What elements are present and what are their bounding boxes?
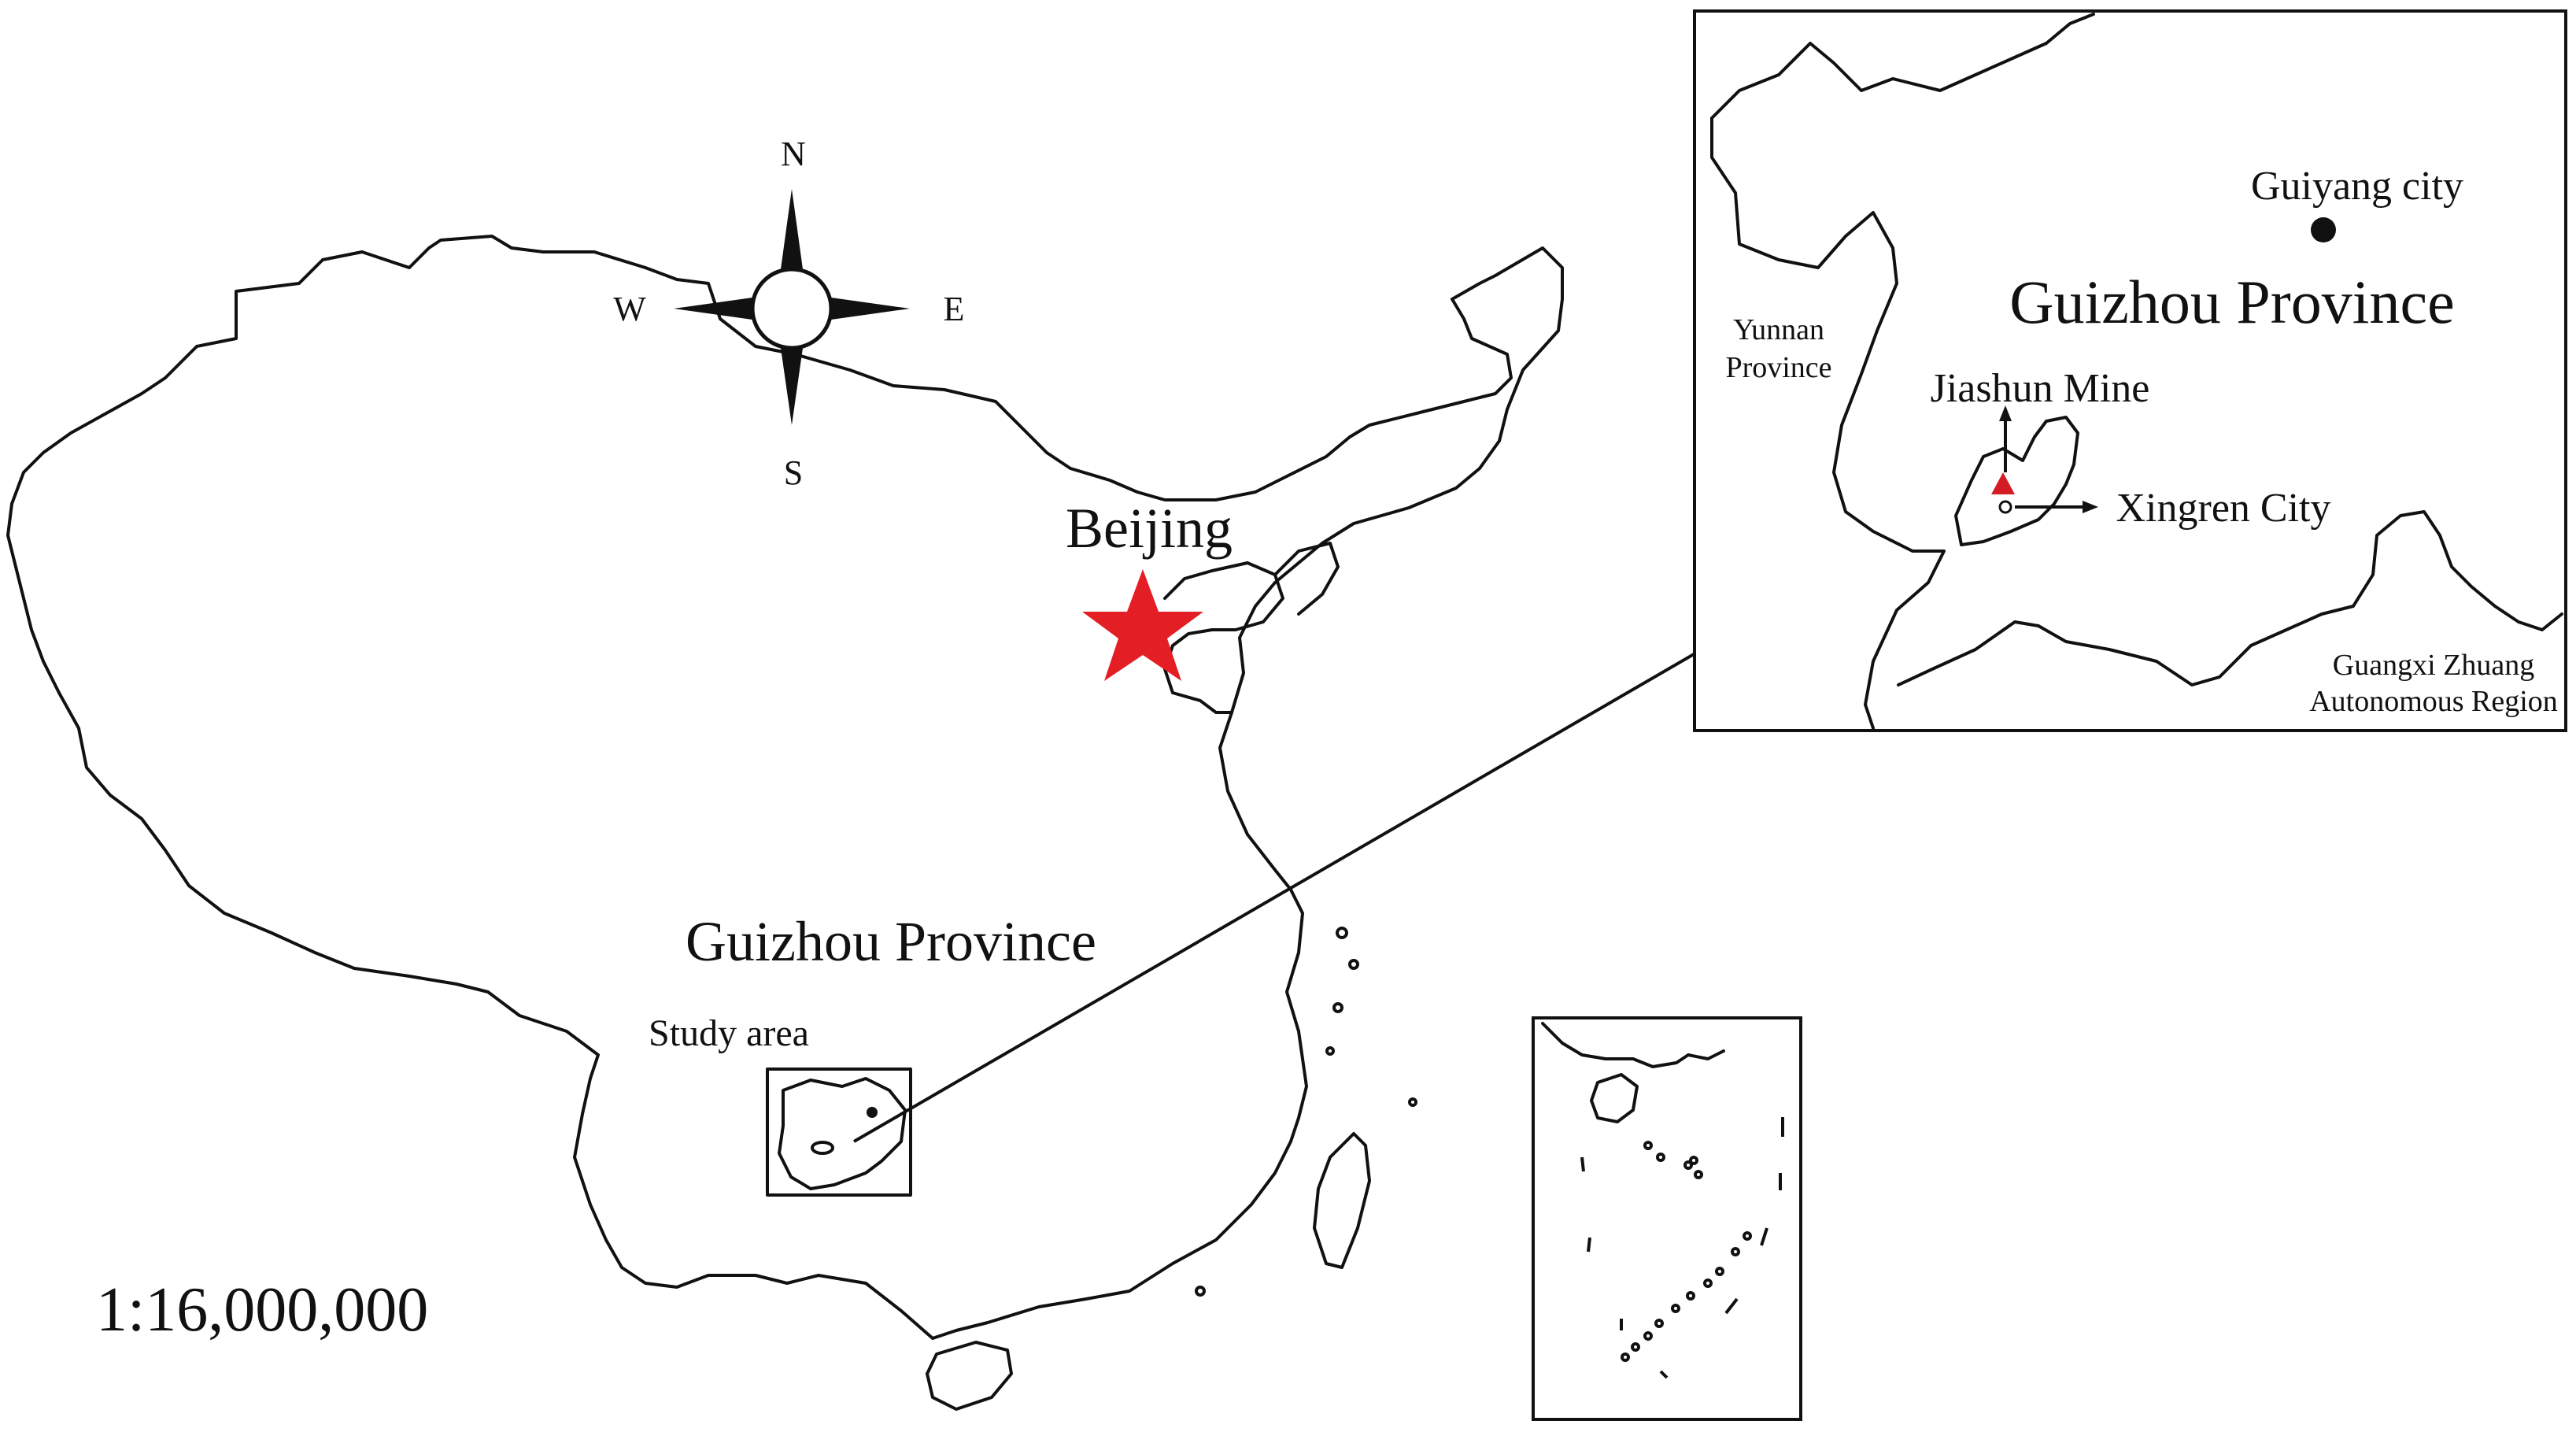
xingren-city-marker [1998,500,2012,514]
guizhou-province-label: Guizhou Province [686,910,1096,973]
xingren-area-outline [1954,416,2079,546]
compass-north-label: N [781,135,806,173]
inset-frame [1693,9,2567,732]
nine-dash-line [1580,1117,1784,1379]
yunnan-label-line-1: Yunnan [1733,313,1824,346]
guizhou-inset-map: Guiyang city Guizhou Province Yunnan Pro… [1693,9,2567,732]
taiwan-outline [1313,1132,1371,1269]
south-china-sea-inset [1532,1016,1802,1421]
compass-east-label: E [944,290,965,328]
inset-northwest-border [1710,13,2095,120]
hainan-outline [926,1341,1013,1411]
city-pointer-arrowhead [2083,501,2098,513]
guiyang-city-dot [2311,217,2336,242]
jiashun-mine-label: Jiashun Mine [1931,366,2150,411]
guangxi-label-line-1: Guangxi Zhuang [2333,649,2534,682]
triangle-icon [1991,472,2015,494]
star-icon [1082,569,1203,681]
guiyang-mini-dot [867,1107,878,1118]
study-area-box [766,1068,912,1197]
china-outline [6,235,1564,1340]
beijing-label: Beijing [1066,497,1233,560]
yunnan-label-line-2: Province [1725,351,1831,384]
guizhou-mini-outline [778,1077,907,1190]
inset-guizhou-label: Guizhou Province [2009,268,2454,336]
inset-south-border [1897,510,2563,686]
connector-line [852,612,1765,1143]
guiyang-city-label: Guiyang city [2251,164,2463,209]
sea-islands [1621,1141,1752,1362]
scale-label: 1:16,000,000 [96,1275,428,1345]
compass-west-label: W [613,290,646,328]
sea-inset-hainan [1590,1073,1639,1123]
liaodong-coast [1273,542,1340,616]
xingren-city-label: Xingren City [2116,486,2331,531]
coastal-islands [1195,927,1417,1297]
sea-inset-coast [1541,1022,1725,1068]
mine-pointer-arrowhead [1999,405,2012,421]
compass-rose-icon [674,189,910,425]
xingren-mini-ellipse [811,1141,834,1155]
sea-inset-frame [1532,1016,1802,1421]
compass-south-label: S [784,453,803,492]
guangxi-label-line-2: Autonomous Region [2309,685,2558,718]
study-area-label: Study area [649,1012,809,1054]
inset-west-border [1710,117,1946,730]
china-main-map: N S E W Beijing Guizhou Province Study a… [6,135,1794,1411]
bohai-coast [1163,561,1284,714]
